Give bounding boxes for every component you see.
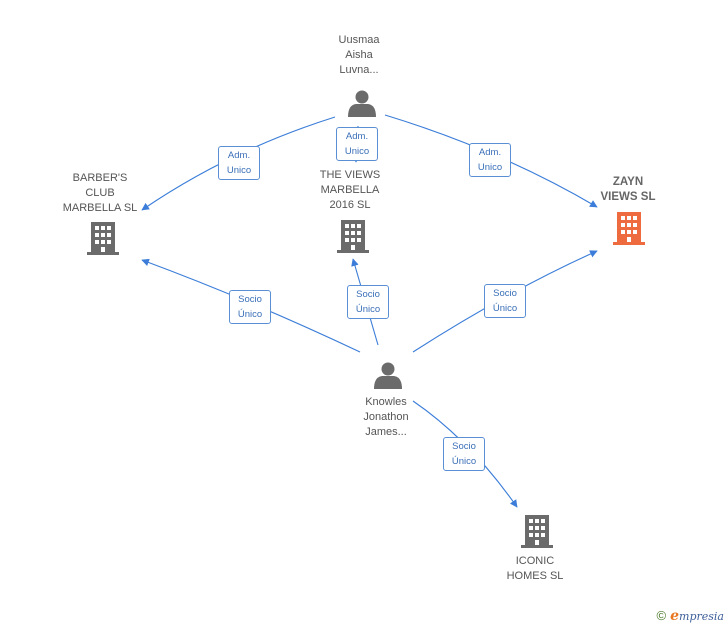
edge-label-uusmaa-zayn: Adm. Unico — [469, 143, 511, 177]
logo-letter-e: e — [670, 608, 680, 624]
person-icon[interactable] — [374, 362, 402, 390]
edge-label-knowles-theviews: Socio Único — [347, 285, 389, 319]
edge-label-uusmaa-theviews: Adm. Unico — [336, 127, 378, 161]
node-label-theviews[interactable]: THE VIEWS MARBELLA 2016 SL — [319, 169, 381, 211]
node-label-barbers[interactable]: BARBER'S CLUB MARBELLA SL — [62, 172, 138, 214]
building-icon[interactable] — [521, 515, 553, 548]
building-icon[interactable] — [87, 222, 119, 255]
logo-text: mpresia — [679, 610, 724, 623]
node-label-zayn[interactable]: ZAYN VIEWS SL — [600, 176, 656, 203]
copyright-symbol: © — [656, 608, 667, 623]
edge-label-uusmaa-barbers: Adm. Unico — [218, 146, 260, 180]
node-label-knowles[interactable]: Knowles Jonathon James... — [363, 396, 409, 438]
empresia-logo: ©empresia — [657, 608, 724, 624]
building-icon[interactable] — [337, 220, 369, 253]
node-label-uusmaa[interactable]: Uusmaa Aisha Luvna... — [338, 34, 380, 76]
person-icon[interactable] — [348, 90, 376, 118]
edge-label-knowles-iconic: Socio Único — [443, 437, 485, 471]
building-icon[interactable] — [613, 212, 645, 245]
edge-label-knowles-barbers: Socio Único — [229, 290, 271, 324]
node-label-iconic[interactable]: ICONIC HOMES SL — [506, 555, 564, 582]
edge-label-knowles-zayn: Socio Único — [484, 284, 526, 318]
